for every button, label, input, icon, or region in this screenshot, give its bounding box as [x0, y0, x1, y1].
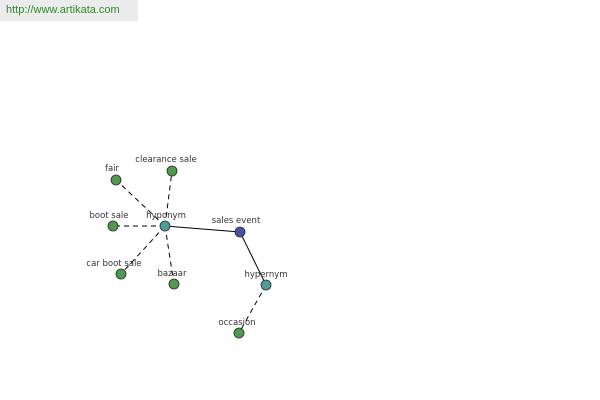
graph-labels: sales event hyponym fair clearance sale boot… [86, 155, 287, 328]
node-car-boot-sale[interactable] [115, 268, 127, 280]
node-label-occasion: occasion [218, 318, 255, 328]
node-clearance-sale[interactable] [166, 165, 178, 177]
node-occasion[interactable] [233, 327, 245, 339]
node-fair[interactable] [110, 174, 122, 186]
edge-sales-event-hypernym [239, 231, 267, 286]
node-hyponym[interactable] [159, 220, 171, 232]
graph-nodes [107, 165, 272, 339]
node-label-bazaar: bazaar [158, 269, 187, 279]
edge-hypernym-occasion [238, 284, 267, 334]
edge-hyponym-bazaar [164, 225, 175, 285]
edge-hyponym-clearance-sale [164, 170, 173, 227]
node-boot-sale[interactable] [107, 220, 119, 232]
node-label-sales-event: sales event [212, 216, 261, 226]
node-label-hypernym: hypernym [244, 270, 287, 280]
node-label-hyponym: hyponym [146, 211, 186, 221]
node-label-fair: fair [105, 164, 120, 174]
edge-hyponym-car-boot-sale [120, 225, 166, 275]
edge-sales-event-hyponym [164, 225, 241, 233]
node-label-clearance-sale: clearance sale [135, 155, 196, 165]
graph-edges [113, 170, 267, 334]
node-label-boot-sale: boot sale [89, 211, 128, 221]
node-label-car-boot-sale: car boot sale [86, 259, 141, 269]
edge-hyponym-fair [115, 179, 166, 227]
node-sales-event[interactable] [234, 226, 246, 238]
source-url-link[interactable]: http://www.artikata.com [0, 0, 138, 21]
node-bazaar[interactable] [168, 278, 180, 290]
node-hypernym[interactable] [260, 279, 272, 291]
